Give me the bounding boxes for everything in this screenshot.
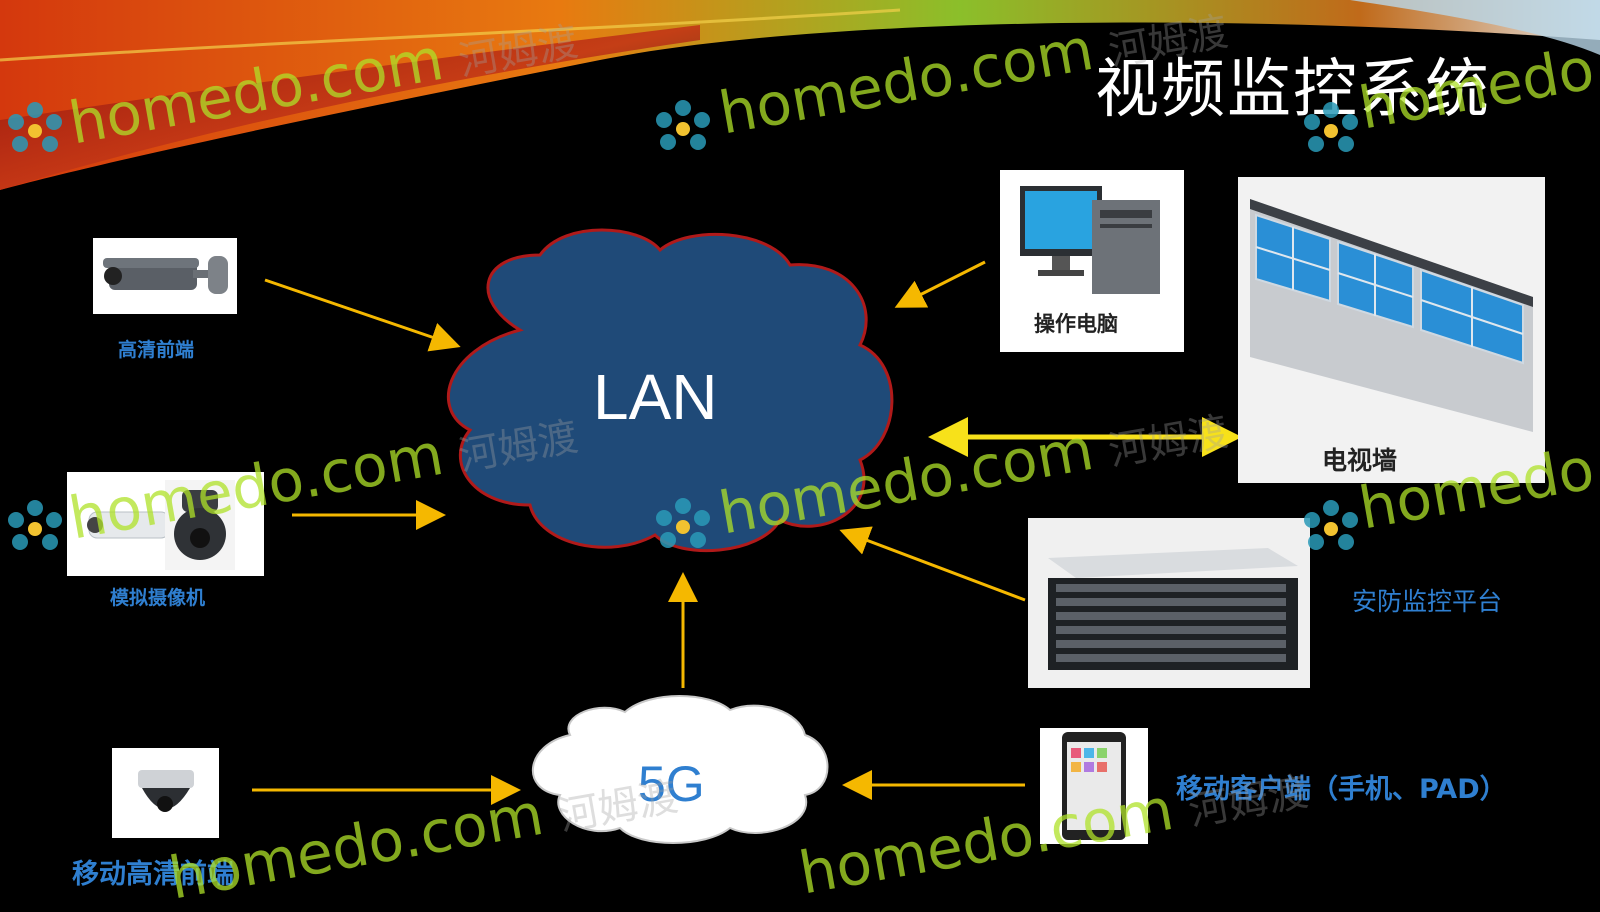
page-title: 视频监控系统	[1095, 53, 1491, 127]
analog-camera-icon	[87, 480, 235, 570]
lan-cloud	[446, 228, 894, 553]
flower-logo-icon	[656, 498, 710, 548]
arrow-hd-front-to-lan	[264, 278, 461, 352]
hd-front-label: 高清前端	[118, 339, 195, 361]
analog-camera-label: 模拟摄像机	[110, 587, 206, 609]
flower-logo-icon	[8, 102, 62, 152]
dome-camera-icon	[138, 770, 194, 812]
fiveg-cloud	[532, 695, 829, 844]
mobile-client-label: 移动客户端（手机、PAD）	[1176, 774, 1507, 805]
tv-wall-label: 电视墙	[1322, 446, 1398, 475]
operator-pc-image: 操作电脑	[1000, 170, 1184, 352]
flower-logo-icon	[656, 100, 710, 150]
tablet-icon	[1062, 732, 1126, 840]
mobile-hd-front-label: 移动高清前端	[72, 859, 234, 890]
video-wall-icon	[1250, 199, 1533, 432]
tablet-image	[1040, 728, 1148, 844]
bullet-camera-icon	[103, 256, 228, 294]
arrow-platform-to-lan	[839, 526, 1026, 602]
flower-logo-icon	[1304, 102, 1358, 152]
server-icon	[1048, 548, 1298, 670]
computer-icon	[1020, 186, 1160, 294]
bullet-camera-image	[93, 238, 237, 314]
operator-pc-label: 操作电脑	[1034, 312, 1118, 336]
lan-label: LAN	[593, 361, 718, 433]
security-platform-label: 安防监控平台	[1352, 587, 1503, 616]
tv-wall-image: 电视墙	[1238, 177, 1545, 483]
header-swoosh	[0, 0, 1600, 190]
flower-logo-icon	[8, 500, 62, 550]
server-image	[1028, 518, 1310, 688]
flower-logo-icon	[1304, 500, 1358, 550]
dome-camera-image	[112, 748, 219, 838]
arrow-pc-to-lan	[894, 260, 986, 308]
fiveg-label: 5G	[638, 756, 705, 812]
analog-camera-image	[67, 472, 264, 576]
